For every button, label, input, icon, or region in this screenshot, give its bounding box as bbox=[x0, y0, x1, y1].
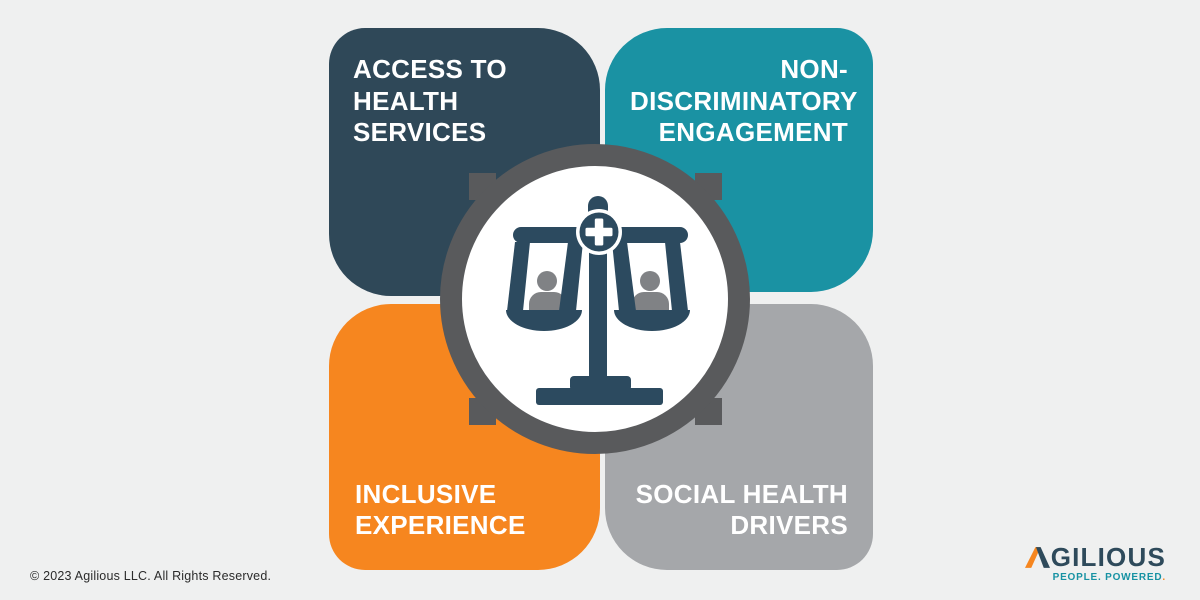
card-inclusive-label: INCLUSIVE EXPERIENCE bbox=[355, 478, 526, 541]
logo-wordmark: GILIOUS bbox=[1050, 542, 1166, 572]
card-access-label: ACCESS TO HEALTH SERVICES bbox=[353, 54, 507, 148]
medical-cross-icon bbox=[576, 209, 622, 255]
tagline-powered: POWERED bbox=[1101, 572, 1163, 583]
agilious-logo: GILIOUS PEOPLE. POWERED. bbox=[1024, 542, 1166, 583]
copyright-text: © 2023 Agilious LLC. All Rights Reserved… bbox=[30, 569, 272, 583]
card-social-label: SOCIAL HEALTH DRIVERS bbox=[635, 478, 848, 541]
scale-structure bbox=[506, 196, 690, 405]
tagline-period: . bbox=[1162, 572, 1166, 583]
balance-scale-icon bbox=[506, 196, 690, 405]
logo-tagline: PEOPLE. POWERED. bbox=[1025, 572, 1166, 583]
logo-a-icon bbox=[1024, 547, 1050, 568]
right-pan bbox=[614, 310, 690, 331]
left-pan bbox=[506, 310, 582, 331]
card-nondisc-label: NON- DISCRIMINATORY ENGAGEMENT bbox=[630, 54, 858, 148]
person-silhouettes bbox=[529, 271, 669, 311]
tagline-people: PEOPLE. bbox=[1052, 572, 1102, 583]
